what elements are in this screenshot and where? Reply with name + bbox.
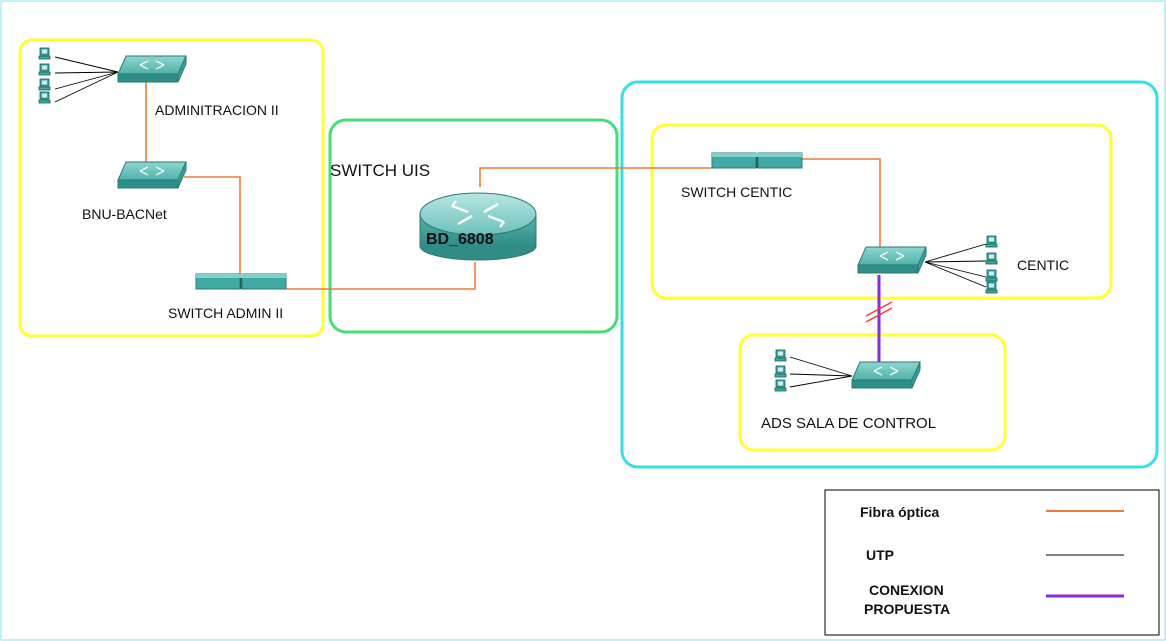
label-ads-sala-control: ADS SALA DE CONTROL (761, 415, 937, 432)
legend-fiber-label: Fibra óptica (860, 504, 940, 520)
label-switch-admin2: SWITCH ADMIN II (168, 305, 284, 321)
switch-admin2-icon (195, 273, 287, 290)
label-router: BD_6808 (426, 231, 494, 248)
group-ads-sala (738, 333, 1007, 452)
group-centic (650, 123, 1113, 300)
utp-links (54, 56, 987, 388)
group-administracion (18, 38, 325, 338)
switch-bnu-icon (117, 161, 187, 189)
legend-box (824, 489, 1160, 636)
switch-centic-icon (711, 152, 803, 169)
label-switch-uis: SWITCH UIS (330, 161, 431, 180)
switch-admin-icon (117, 55, 187, 83)
label-centic: CENTIC (1017, 257, 1070, 273)
pc-icons-centic (985, 235, 998, 294)
label-administracion: ADMINITRACION II (155, 102, 279, 118)
fiber-links (145, 78, 881, 290)
pc-icons-ads (774, 349, 787, 392)
proposed-link-break-mark (865, 301, 893, 323)
label-bnu-bacnet: BNU-BACNet (82, 206, 167, 222)
switch-centic-access-icon (857, 246, 927, 274)
pc-icons-admin (38, 47, 51, 104)
group-centic-outer (620, 80, 1159, 469)
legend-proposed-label-1: CONEXION (869, 582, 944, 598)
legend-proposed-label-2: PROPUESTA (864, 601, 951, 617)
group-switch-uis (328, 118, 619, 334)
label-switch-centic: SWITCH CENTIC (681, 184, 793, 200)
switch-ads-icon (851, 361, 921, 389)
router-icon (419, 192, 537, 261)
legend-utp-label: UTP (866, 547, 894, 563)
